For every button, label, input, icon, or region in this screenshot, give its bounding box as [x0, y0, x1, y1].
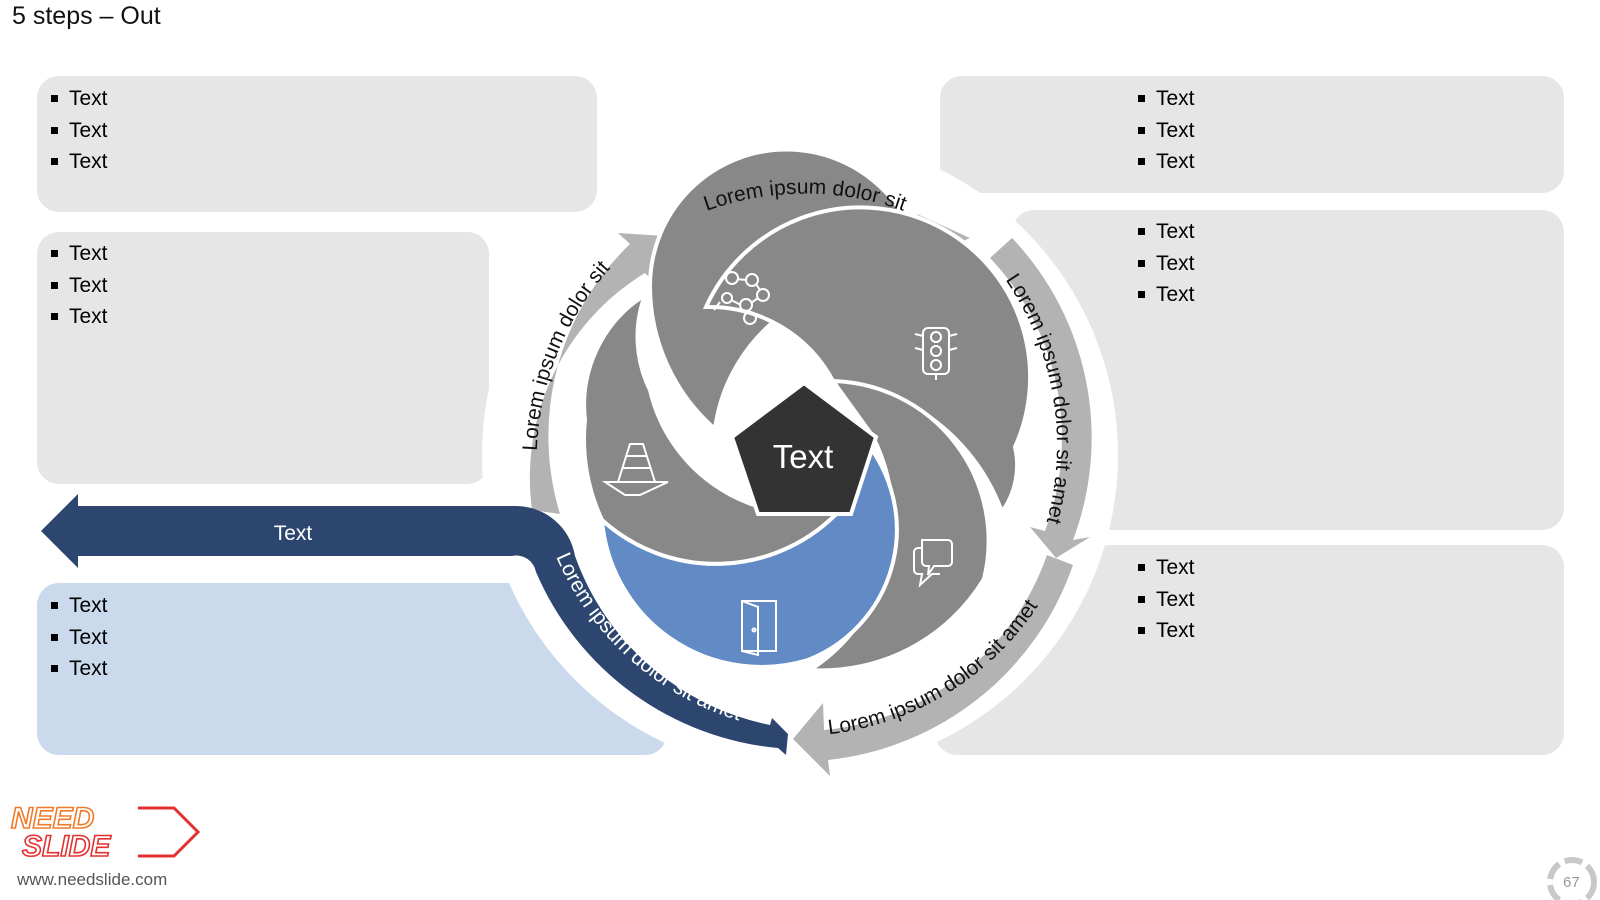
page-number: 67 [1563, 874, 1580, 891]
chat-bubbles-icon [913, 539, 953, 588]
bullet-item: Text [1136, 83, 1195, 115]
needslide-logo: NEED SLIDE [10, 801, 201, 864]
bullet-list-mid-right: Text Text Text [1136, 216, 1195, 311]
panel-top-left [37, 76, 597, 212]
bullet-item: Text [49, 146, 108, 178]
bullet-item: Text [1136, 279, 1195, 311]
bullet-list-top-right: Text Text Text [1136, 83, 1195, 178]
page-badge-ring [1547, 857, 1597, 900]
center-pentagon [729, 380, 879, 516]
bullet-item: Text [49, 83, 108, 115]
slide-title: 5 steps – Out [12, 2, 161, 30]
exit-arrow-label: Text [274, 522, 313, 545]
panel-mid-left [37, 232, 489, 484]
logo-line-2: SLIDE [22, 830, 111, 863]
panel-top-right [940, 76, 1564, 193]
bullet-item: Text [1136, 216, 1195, 248]
bullet-item: Text [49, 590, 108, 622]
bullet-item: Text [49, 115, 108, 147]
petal-5 [582, 290, 846, 566]
bullet-item: Text [1136, 146, 1195, 178]
bullet-item: Text [1136, 615, 1195, 647]
traffic-light-icon [914, 327, 958, 380]
logo-line-1: NEED [11, 802, 94, 835]
footer-url: www.needslide.com [17, 870, 168, 889]
bullet-item: Text [49, 270, 108, 302]
petal-group [582, 147, 1033, 673]
bullet-list-bottom-left: Text Text Text [49, 590, 108, 685]
bullet-item: Text [49, 238, 108, 270]
logo-arrow-outline [138, 806, 201, 858]
bullet-item: Text [49, 301, 108, 333]
bullet-item: Text [1136, 584, 1195, 616]
bullet-item: Text [1136, 552, 1195, 584]
bullet-list-top-left: Text Text Text [49, 83, 108, 178]
ring-arrow-bottom-right [793, 555, 1073, 776]
door-icon [741, 600, 777, 657]
bullet-item: Text [49, 653, 108, 685]
traffic-cone-icon [601, 443, 669, 496]
network-icon [713, 271, 770, 325]
exit-arrow [41, 494, 788, 755]
bullet-item: Text [49, 622, 108, 654]
ring-arrow-right [990, 238, 1092, 558]
bullet-list-mid-left: Text Text Text [49, 238, 108, 333]
bullet-item: Text [1136, 248, 1195, 280]
bullet-item: Text [1136, 115, 1195, 147]
center-label: Text [773, 438, 834, 475]
bullet-list-bottom-right: Text Text Text [1136, 552, 1195, 647]
